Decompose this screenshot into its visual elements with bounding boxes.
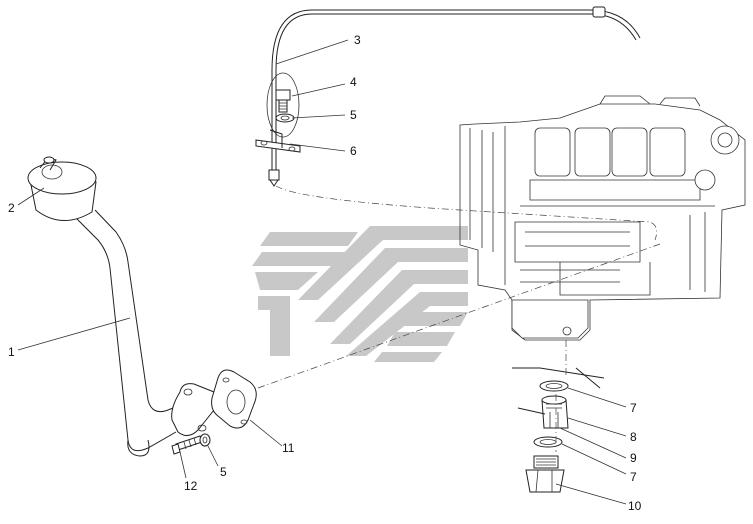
callout-3: 3 — [354, 33, 361, 47]
washer-part-5-lower — [199, 433, 211, 447]
callout-2: 2 — [8, 201, 15, 215]
callout-7-lower: 7 — [630, 470, 637, 484]
filler-cap-part-2 — [27, 156, 97, 221]
brand-logo-watermark — [252, 226, 468, 362]
callout-4: 4 — [350, 75, 357, 89]
callout-8: 8 — [630, 430, 637, 444]
bolt-part-12 — [171, 435, 203, 455]
pipe-flange — [171, 383, 219, 436]
leader-lines — [17, 39, 627, 505]
callout-5-lower: 5 — [220, 465, 227, 479]
drain-plug-part-10 — [525, 455, 565, 493]
callout-9: 9 — [630, 451, 637, 465]
callout-7-upper: 7 — [630, 401, 637, 415]
assembly-centerlines — [257, 185, 661, 452]
bracket-part-6 — [255, 129, 301, 153]
callout-labels: 1 2 3 4 5 6 7 8 9 7 10 11 12 5 — [8, 33, 642, 513]
callout-11: 11 — [282, 441, 295, 455]
callout-1: 1 — [8, 345, 15, 359]
engine-assembly — [459, 95, 746, 341]
callout-10: 10 — [628, 499, 642, 513]
washer-part-7-lower — [533, 436, 563, 448]
callout-6: 6 — [350, 144, 357, 158]
callout-5-upper: 5 — [350, 108, 357, 122]
gasket-part-11 — [211, 369, 257, 429]
adapter-part-9 — [541, 395, 569, 429]
drain-plug-assembly — [512, 367, 605, 493]
pin-part-8 — [517, 407, 546, 415]
dipstick-tube-part-3 — [268, 6, 641, 187]
bolt-part-4 — [266, 72, 300, 138]
callout-12: 12 — [184, 479, 198, 493]
oil-filler-pipe-part-1 — [69, 209, 189, 457]
washer-part-7-upper — [539, 380, 569, 392]
washer-part-5-upper — [275, 113, 295, 123]
